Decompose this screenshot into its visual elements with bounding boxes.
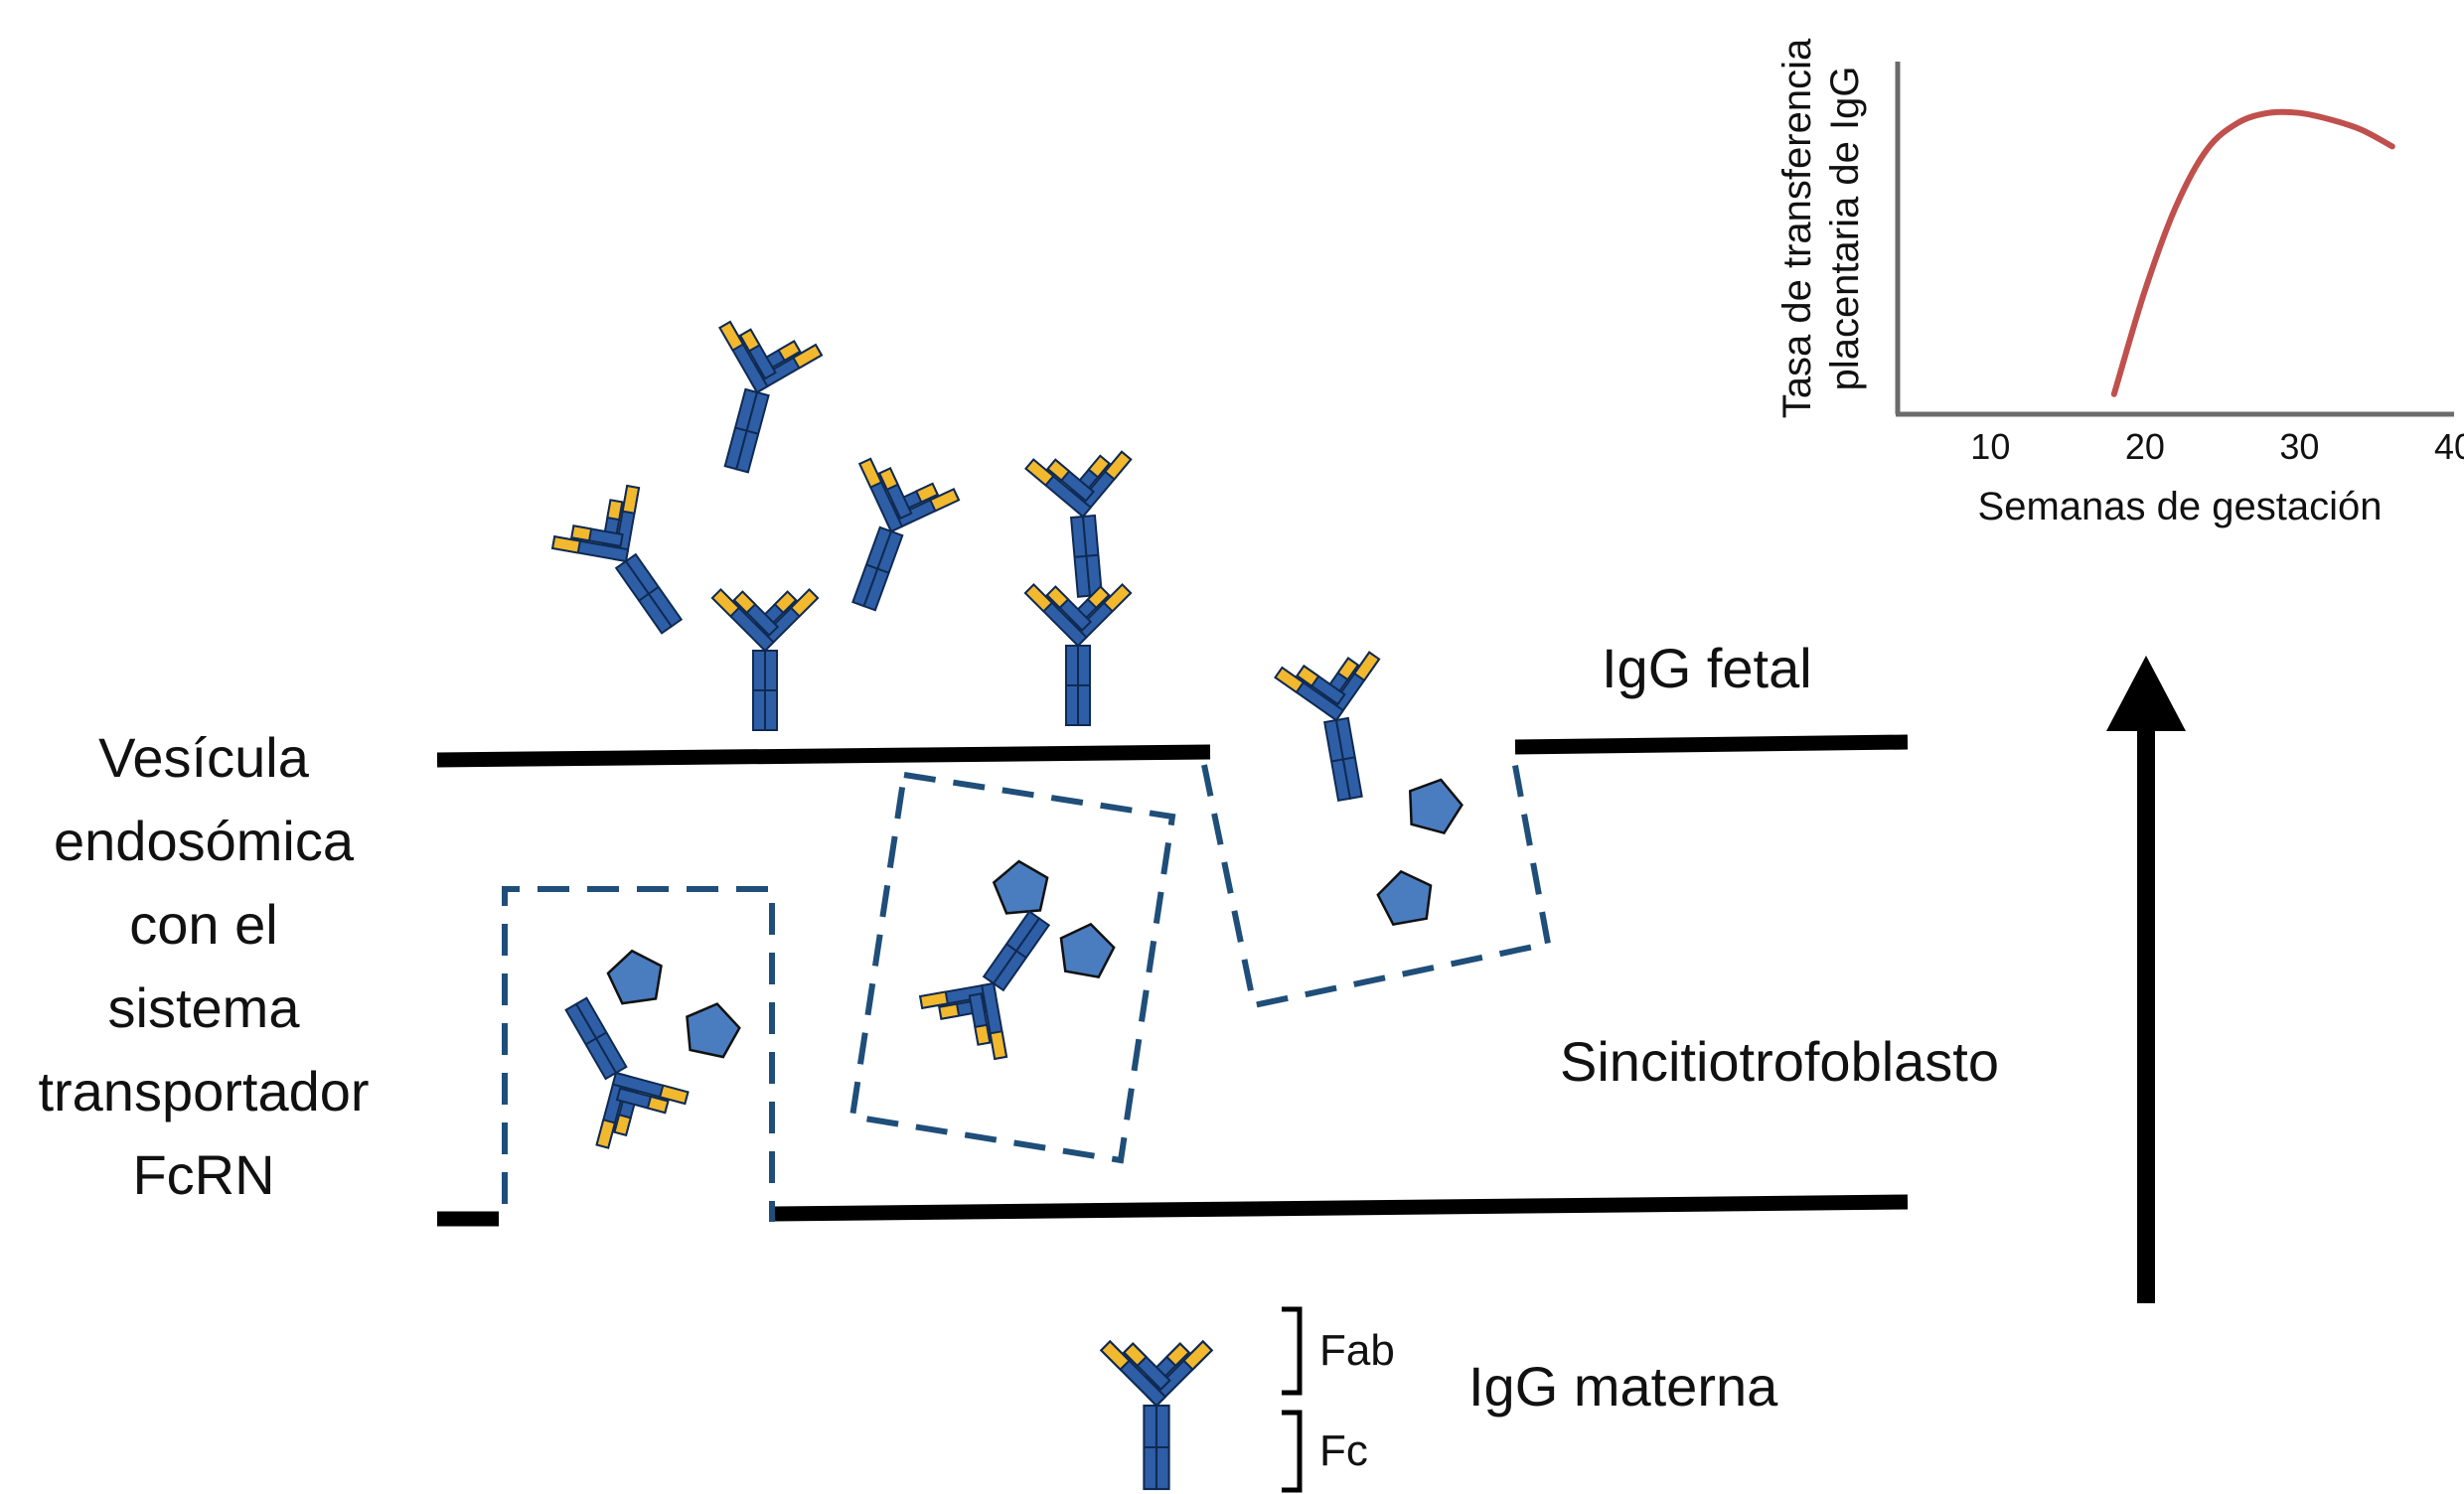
vesicle-label-line: transportador bbox=[38, 1060, 369, 1122]
chart-y-label-line: placentaria de IgG bbox=[1823, 67, 1867, 391]
fc-brace bbox=[1282, 1410, 1303, 1493]
fc-label: Fc bbox=[1319, 1426, 1368, 1475]
maternal-membrane bbox=[437, 1194, 1909, 1227]
chart-y-label-line: Tasa de transferencia bbox=[1775, 38, 1819, 418]
fab-label: Fab bbox=[1319, 1326, 1395, 1375]
vesicle-releasing bbox=[1201, 759, 1552, 1009]
vesicle-label-line: sistema bbox=[108, 976, 301, 1039]
chart-x-tick-label: 20 bbox=[2125, 426, 2165, 467]
fcrn-receptor-icon bbox=[604, 946, 668, 1006]
chart-x-tick-label: 40 bbox=[2434, 426, 2464, 467]
antibody-icon bbox=[1100, 1329, 1213, 1491]
chart-x-tick-label: 10 bbox=[1970, 426, 2010, 467]
antibody-icon bbox=[540, 472, 716, 658]
antibody-icon bbox=[530, 976, 698, 1162]
legend-antibody bbox=[1100, 1329, 1213, 1491]
vesicle-label-line: endosómica bbox=[54, 810, 355, 872]
fetal-igg-label: IgG fetal bbox=[1602, 637, 1812, 699]
syncytio-label: Sincitiotrofoblasto bbox=[1560, 1030, 1999, 1093]
fetal-membrane bbox=[436, 734, 1909, 768]
antibody-icon bbox=[1271, 640, 1404, 809]
vesicle-label-line: Vesícula bbox=[98, 726, 310, 789]
antibody-icon bbox=[710, 578, 820, 731]
antibody-icon bbox=[1022, 440, 1144, 602]
antibody-icon bbox=[908, 887, 1084, 1073]
antibody-icon bbox=[813, 445, 967, 626]
antibody-icon bbox=[685, 309, 828, 485]
vesicle-forming-contents bbox=[530, 946, 745, 1162]
chart-x-ticks: 10 20 30 40 bbox=[1970, 426, 2464, 467]
vesicle-label-line: con el bbox=[129, 893, 277, 956]
chart-series-line bbox=[2110, 108, 2395, 397]
fcrn-receptor-icon bbox=[991, 857, 1052, 916]
vesicle-forming bbox=[502, 886, 775, 1222]
chart-x-tick-label: 30 bbox=[2279, 426, 2319, 467]
inset-chart: 10 20 30 40 Semanas de gestación Tasa de tr… bbox=[1775, 38, 2464, 528]
vesicle-label-line: FcRN bbox=[132, 1143, 274, 1206]
fcrn-receptor-icon bbox=[1373, 865, 1438, 928]
vesicle-transit-contents bbox=[908, 857, 1119, 1073]
chart-y-label: Tasa de transferencia placentaria de IgG bbox=[1775, 38, 1867, 418]
vesicle-releasing-contents bbox=[1373, 771, 1468, 928]
fcrn-receptor-icon bbox=[679, 996, 745, 1061]
vesicle-label: Vesícula endosómica con el sistema trans… bbox=[38, 726, 369, 1206]
fetal-igg-cluster bbox=[540, 309, 1404, 809]
vesicle-transit bbox=[848, 771, 1176, 1164]
maternal-igg-label: IgG materna bbox=[1468, 1355, 1778, 1418]
fcrn-receptor-icon bbox=[1054, 918, 1119, 980]
chart-x-label: Semanas de gestación bbox=[1978, 485, 2383, 528]
transfer-arrow-icon bbox=[2106, 656, 2186, 1303]
fcrn-receptor-icon bbox=[1400, 771, 1468, 837]
fab-brace bbox=[1282, 1306, 1303, 1396]
